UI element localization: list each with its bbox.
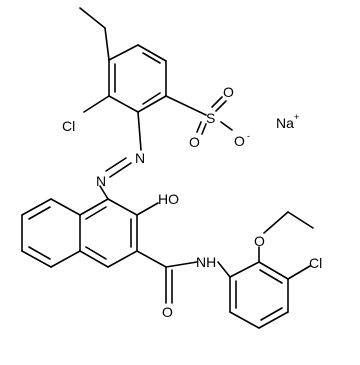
bond (165, 261, 198, 268)
sulfonyl-oxygen-top-label: O (223, 84, 234, 100)
bond (104, 27, 110, 61)
bond (21, 198, 52, 216)
bond (287, 265, 311, 280)
bond (50, 250, 81, 268)
sulfur-label: S (206, 110, 215, 126)
bond (260, 307, 283, 321)
bond (79, 7, 106, 29)
bond (79, 250, 109, 268)
bond (217, 261, 231, 278)
chlorine-label: Cl (62, 118, 75, 134)
positive-charge-label: + (294, 112, 299, 122)
bond (99, 185, 109, 200)
sulfonyl-oxygen-bottom-label: O (189, 134, 200, 150)
bond (107, 198, 138, 216)
chlorine-lower-label: Cl (309, 255, 322, 271)
bond (28, 246, 51, 260)
bond (287, 211, 314, 229)
ether-oxygen-label: O (254, 233, 265, 249)
bond (201, 123, 207, 135)
bond (108, 44, 139, 61)
azo-nitrogen-2-label: N (96, 173, 106, 189)
sodium-label: Na (276, 115, 294, 131)
bond (142, 52, 161, 64)
amide-nitrogen-label: NH (196, 254, 216, 270)
bond (107, 250, 138, 268)
bond (85, 246, 107, 260)
bond (196, 121, 202, 133)
bond (108, 95, 139, 113)
bond (258, 311, 289, 329)
bond (142, 92, 161, 105)
bond (137, 111, 142, 151)
bond (211, 96, 223, 108)
bond (215, 100, 227, 112)
bond (137, 44, 167, 62)
bond (137, 95, 167, 113)
bonds (21, 7, 314, 329)
atom-labels: Cl N N S O O O - Na + HO NH O O Cl (62, 84, 322, 320)
sulfonate-oxygen-label: O (234, 133, 245, 149)
bond (165, 95, 207, 116)
bond (229, 311, 260, 329)
bond (109, 162, 132, 178)
bond (105, 157, 127, 172)
bond (79, 198, 109, 216)
bond (263, 211, 289, 234)
bond (83, 95, 110, 113)
bond (21, 250, 52, 268)
bond (136, 250, 167, 268)
bond (229, 261, 260, 278)
bond (50, 198, 81, 216)
bond (258, 261, 289, 280)
bond (28, 206, 51, 220)
bond (259, 269, 283, 284)
amide-oxygen-label: O (162, 304, 173, 320)
azo-nitrogen-1-label: N (135, 150, 145, 166)
bond (220, 121, 233, 131)
negative-charge-label: - (247, 131, 250, 141)
bond (85, 206, 107, 220)
hydroxyl-label: HO (158, 191, 179, 207)
bond (136, 202, 159, 216)
